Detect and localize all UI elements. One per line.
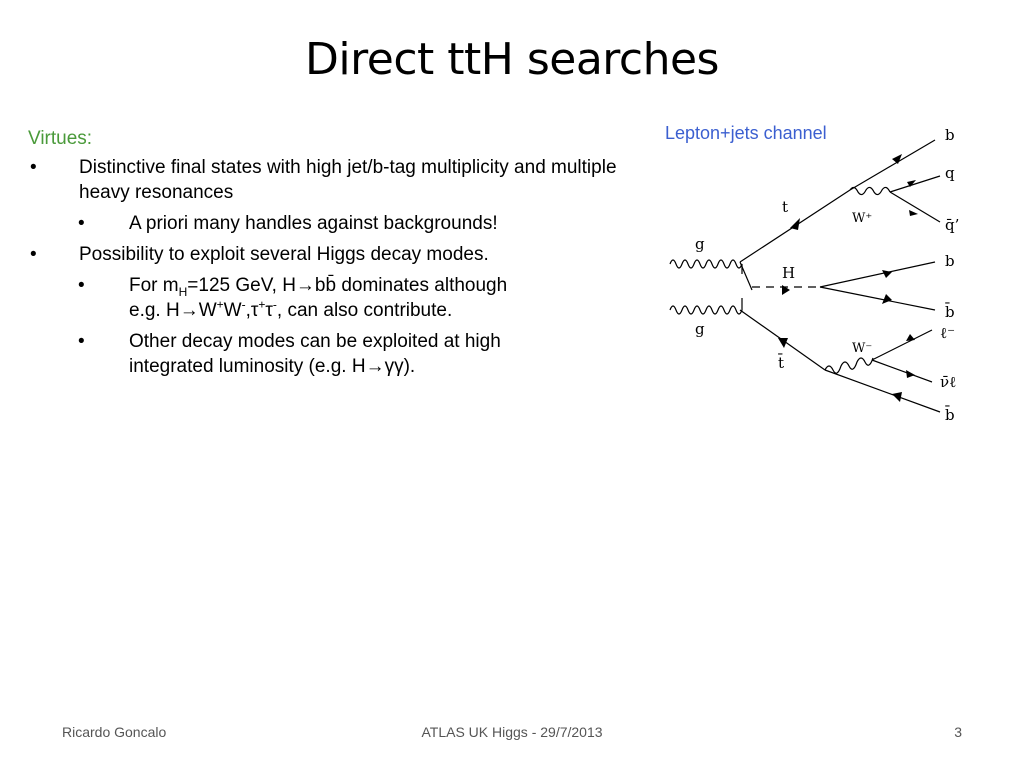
label-w-plus: W⁺ (852, 211, 872, 226)
label-bbar-bottom: b̄ (945, 406, 955, 424)
label-w-minus: W⁻ (852, 341, 872, 356)
bullet-marker: • (30, 157, 37, 178)
sub-bullet-hbb: • For mH=125 GeV, H→bb̄ dominates althou… (78, 275, 508, 321)
slide-title: Direct ttH searches (305, 34, 719, 85)
footer-event: ATLAS UK Higgs - 29/7/2013 (421, 724, 603, 740)
footer-page-number: 3 (954, 724, 962, 740)
qbar-line (889, 191, 941, 223)
label-nubar: ν̄ℓ (940, 373, 956, 391)
slide-content: Virtues: • Distinctive final states with… (28, 126, 638, 385)
arrow-glyph: → (365, 356, 385, 377)
q-line (889, 175, 941, 193)
lepton-line (871, 329, 933, 361)
arrow-glyph: → (295, 275, 315, 296)
label-b-top: b (945, 126, 955, 144)
arrow-glyph: → (179, 300, 199, 321)
sub-bullet-other-modes: • Other decay modes can be exploited at … (78, 331, 501, 377)
bbar-bottom-line (824, 369, 941, 413)
label-H: H (782, 264, 795, 282)
sub-bullet-handles: • A priori many handles against backgrou… (78, 213, 498, 234)
footer-author: Ricardo Goncalo (62, 724, 167, 740)
diagram-lines (669, 139, 941, 413)
nubar-line (871, 359, 933, 383)
bullet-higgs-decay-modes: • Possibility to exploit several Higgs d… (30, 244, 489, 265)
bullet-marker: • (78, 213, 85, 234)
bullet-marker: • (78, 331, 85, 352)
bullet-marker: • (78, 275, 85, 296)
bullet-marker: • (30, 244, 37, 265)
w-plus-boson (849, 186, 891, 196)
bullet-final-states: • Distinctive final states with high jet… (30, 157, 617, 203)
label-qbar-prime: q̄’ (945, 216, 959, 234)
b-top-line (849, 139, 936, 191)
virtues-heading: Virtues: (28, 128, 93, 149)
bbar-mid-line (819, 286, 936, 311)
label-g-top: g (695, 235, 705, 253)
label-g-bottom: g (695, 320, 705, 338)
channel-title: Lepton+jets channel (665, 123, 827, 143)
label-t: t (782, 198, 788, 216)
label-q: q (945, 164, 955, 182)
gluon-bottom (669, 298, 743, 315)
gg-vertex (739, 261, 753, 291)
w-minus-boson (824, 357, 874, 374)
label-lepton: ℓ⁻ (940, 324, 955, 342)
label-tbar: t̄ (778, 354, 784, 372)
label-b-mid: b (945, 252, 955, 270)
feynman-diagram: Lepton+jets channel (665, 123, 959, 424)
b-mid-line (819, 261, 936, 288)
gluon-top (669, 259, 743, 274)
label-bbar-mid: b̄ (945, 303, 955, 321)
arrowheads (778, 154, 918, 402)
